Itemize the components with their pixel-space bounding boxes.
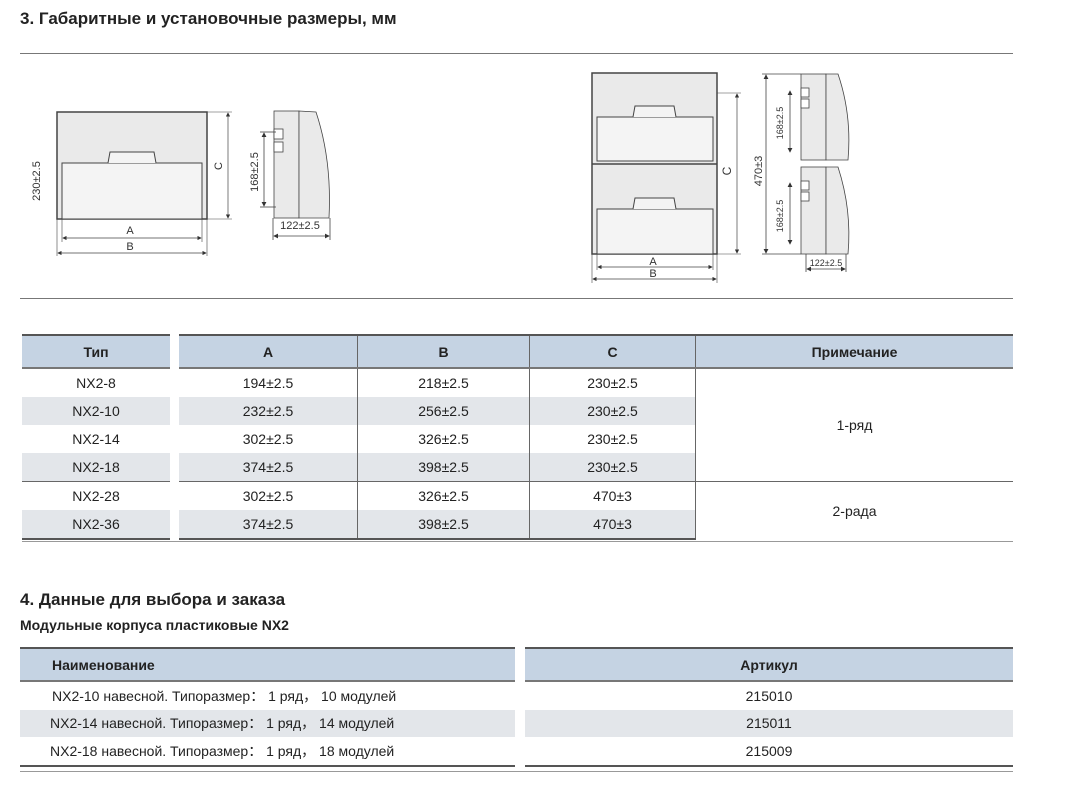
dimensions-table: Тип A B C Примечание NX2-8 194±2.5 218±2… <box>22 334 1013 540</box>
cell-b: 398±2.5 <box>357 453 530 482</box>
cell-type: NX2-28 <box>22 481 170 510</box>
side-view-2row <box>762 73 850 272</box>
cell-a: 374±2.5 <box>179 510 358 540</box>
order-table: Наименование Артикул NX2-10 навесной. Ти… <box>20 647 1013 767</box>
cell-name: NX2-18 навесной. Типоразмер： 1 ряд， 18 м… <box>20 737 515 767</box>
table-row: NX2-14 навесной. Типоразмер： 1 ряд， 14 м… <box>20 709 1013 737</box>
cell-c: 230±2.5 <box>529 397 696 425</box>
front-view-1row <box>56 111 232 256</box>
cell-b: 398±2.5 <box>357 510 530 540</box>
cell-note: 2-рада <box>695 481 1013 539</box>
label-c: C <box>213 162 225 170</box>
col-a: A <box>179 334 358 369</box>
table-row: NX2-28 302±2.5 326±2.5 470±3 2-рада <box>22 481 1013 539</box>
label-c-2row: C <box>720 166 734 175</box>
cell-b: 326±2.5 <box>357 425 530 453</box>
cell-b: 218±2.5 <box>357 368 530 397</box>
cell-a: 374±2.5 <box>179 453 358 482</box>
section-4-subtitle: Модульные корпуса пластиковые NX2 <box>20 617 289 633</box>
cell-type: NX2-18 <box>22 453 170 482</box>
cell-article: 215010 <box>745 687 793 704</box>
cell-type: NX2-36 <box>22 510 170 540</box>
depth-label: 122±2.5 <box>280 220 320 232</box>
col-b: B <box>357 334 530 369</box>
cell-b: 326±2.5 <box>357 481 530 510</box>
table-bottom-rule <box>20 771 1013 772</box>
cell-type: NX2-10 <box>22 397 170 425</box>
cell-name: NX2-10 навесной. Типоразмер： 1 ряд， 10 м… <box>52 687 397 704</box>
col-c: C <box>529 334 696 369</box>
cell-article: 215009 <box>525 737 1013 767</box>
table-row: NX2-10 232±2.5 256±2.5 230±2.5 <box>22 397 1013 425</box>
cell-type: NX2-8 <box>76 375 116 391</box>
label-b: B <box>126 241 133 253</box>
cell-a: 232±2.5 <box>179 397 358 425</box>
table-row: NX2-36 374±2.5 398±2.5 470±3 <box>22 510 1013 540</box>
mount-top-label: 168±2.5 <box>775 107 785 139</box>
mount-bottom-label: 168±2.5 <box>775 200 785 232</box>
table-row: NX2-8 194±2.5 218±2.5 230±2.5 1-ряд <box>22 368 1013 482</box>
divider <box>20 53 1013 54</box>
cell-article: 215011 <box>525 709 1013 737</box>
cell-c: 230±2.5 <box>529 368 696 397</box>
cell-type: NX2-14 <box>72 431 120 447</box>
front-view-2row <box>591 72 741 283</box>
label-a: A <box>126 225 134 237</box>
cell-a: 194±2.5 <box>242 375 294 391</box>
col-name: Наименование <box>20 647 515 682</box>
cell-c: 470±3 <box>529 481 696 510</box>
height-label-2row: 470±3 <box>753 156 765 187</box>
label-a-2row: A <box>649 256 657 268</box>
cell-c: 230±2.5 <box>529 453 696 482</box>
table-bottom-rule <box>22 541 1013 542</box>
cell-note: 1-ряд <box>695 368 1013 482</box>
table-row: NX2-18 навесной. Типоразмер： 1 ряд， 18 м… <box>20 737 1013 767</box>
dimension-drawings: A B C 230±2.5 168±2.5 122±2.5 A B C <box>31 72 850 283</box>
table-row: NX2-10 навесной. Типоразмер： 1 ряд， 10 м… <box>20 681 1013 710</box>
side-view-1row <box>260 110 331 240</box>
table-row: NX2-18 374±2.5 398±2.5 230±2.5 <box>22 453 1013 482</box>
mount-label: 168±2.5 <box>249 152 261 192</box>
col-note: Примечание <box>695 334 1013 369</box>
cell-a: 302±2.5 <box>179 481 358 510</box>
col-type: Тип <box>22 334 170 369</box>
cell-b: 256±2.5 <box>357 397 530 425</box>
depth-label-2row: 122±2.5 <box>810 258 842 268</box>
cell-c: 230±2.5 <box>529 425 696 453</box>
height-label: 230±2.5 <box>31 161 43 201</box>
section-3-title: 3. Габаритные и установочные размеры, мм <box>20 9 397 28</box>
section-4-title: 4. Данные для выбора и заказа <box>20 590 286 609</box>
table-row: NX2-14 302±2.5 326±2.5 230±2.5 <box>22 425 1013 453</box>
cell-name: NX2-14 навесной. Типоразмер： 1 ряд， 14 м… <box>20 709 515 737</box>
col-article: Артикул <box>525 647 1013 682</box>
cell-a: 302±2.5 <box>242 431 294 447</box>
label-b-2row: B <box>649 268 656 280</box>
divider <box>20 298 1013 299</box>
cell-c: 470±3 <box>529 510 696 540</box>
